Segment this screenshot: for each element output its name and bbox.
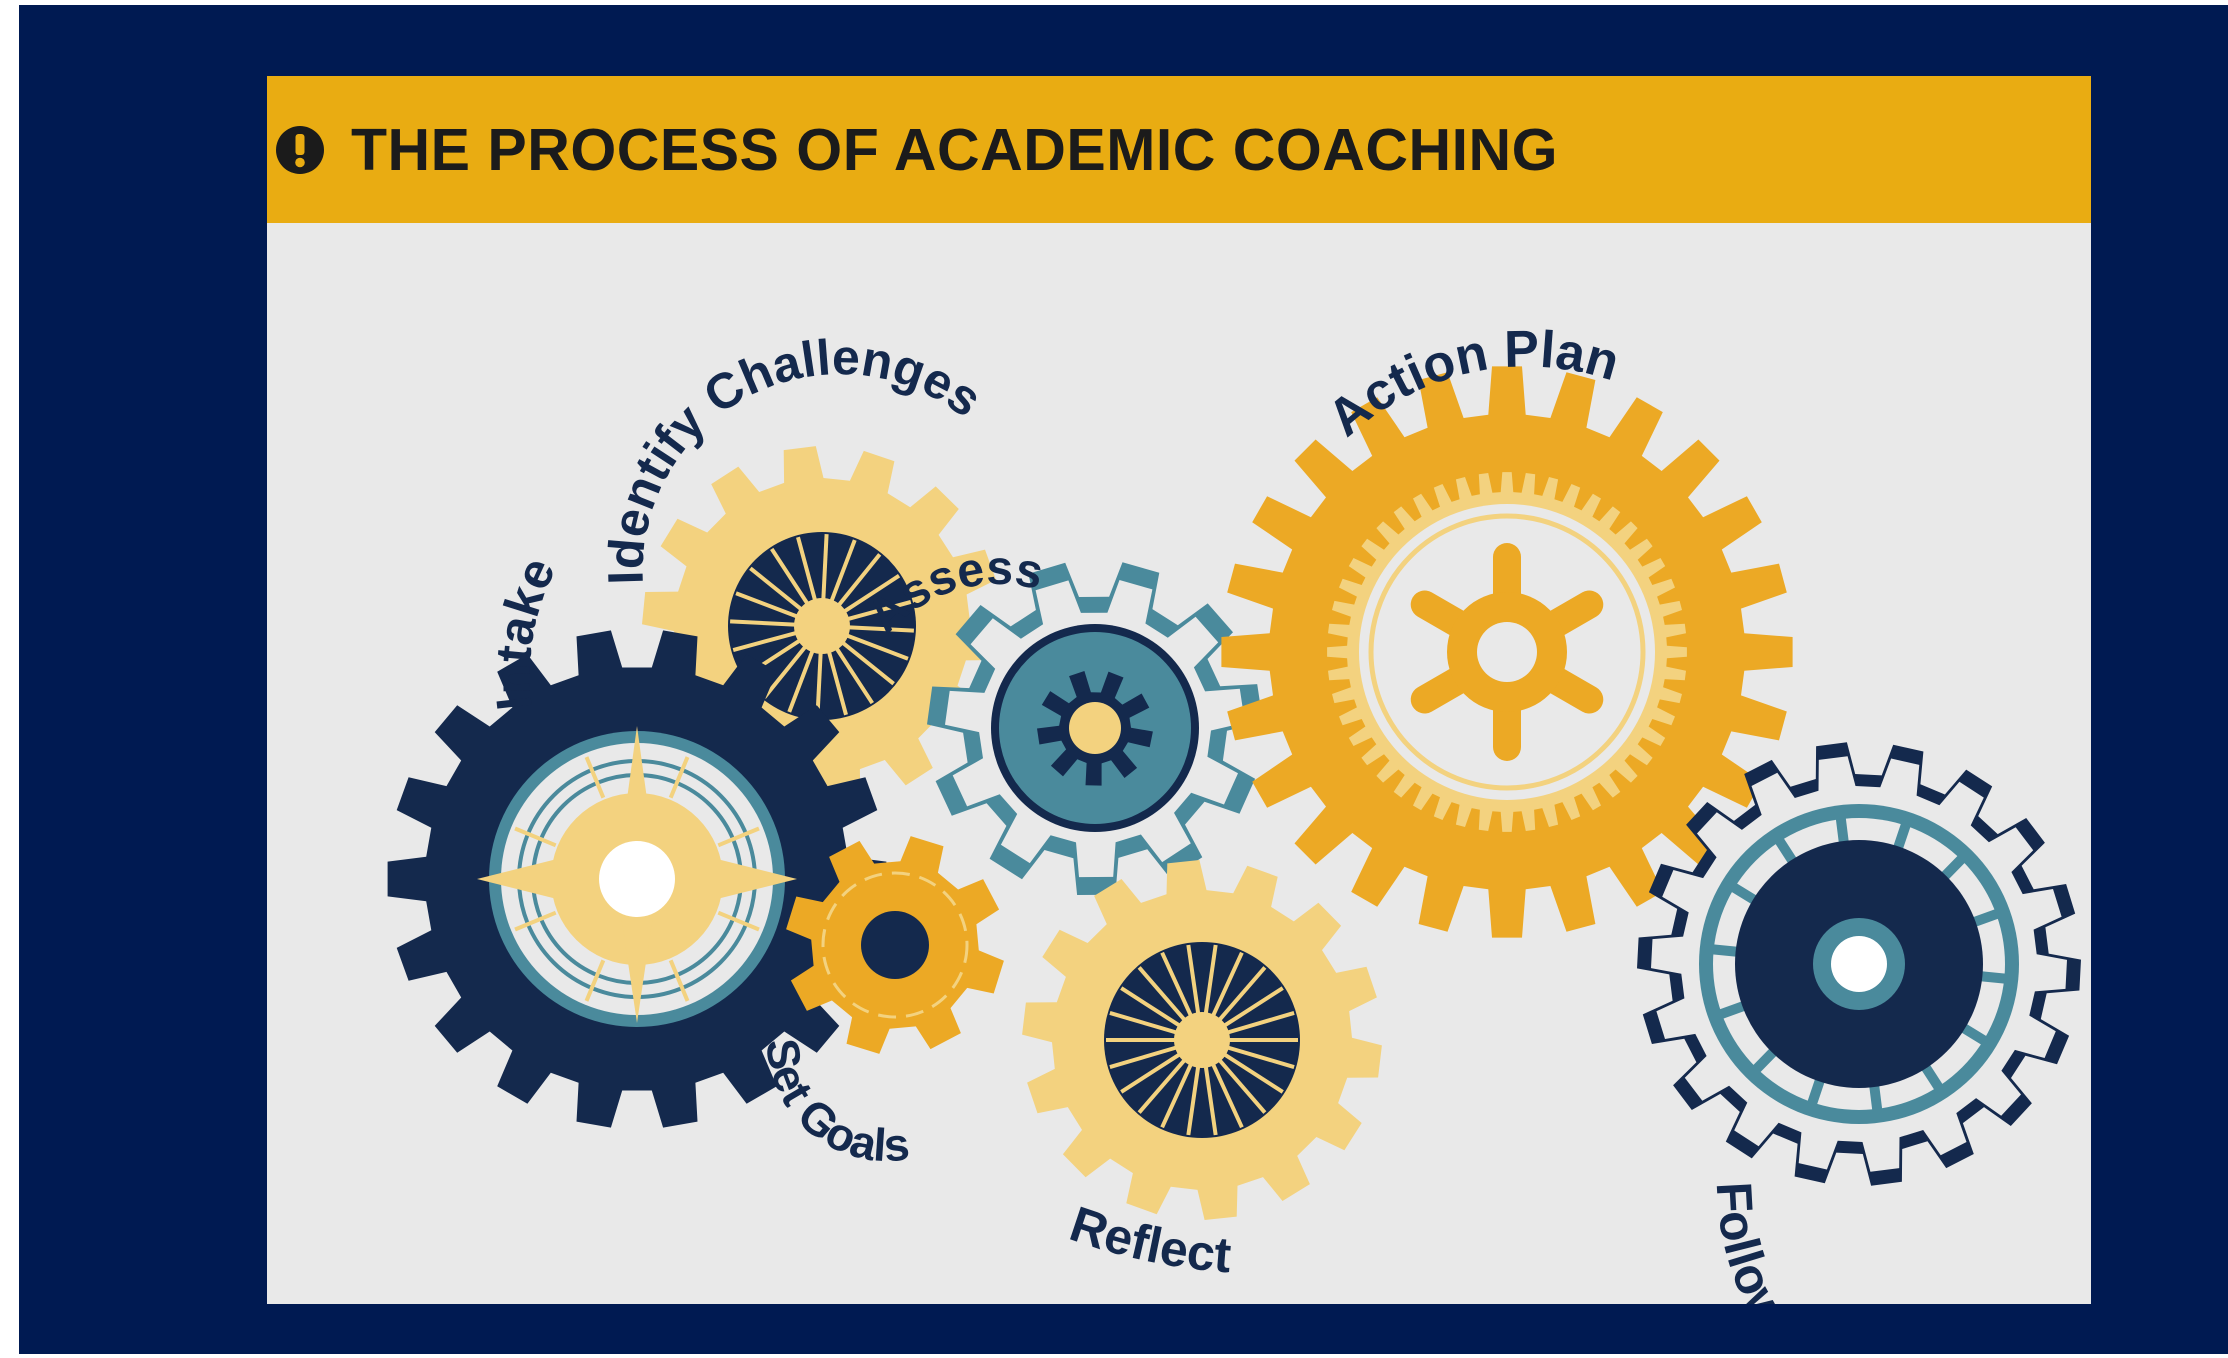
step-label-set-goals: Set Goals	[756, 1036, 912, 1172]
title-banner: THE PROCESS OF ACADEMIC COACHING	[267, 76, 2091, 223]
reflect-gear	[1022, 860, 1382, 1220]
intake-gear	[387, 630, 887, 1128]
gears-diagram: Intake Identify Challenges Assess Action…	[267, 223, 2091, 1304]
step-label-follow-up: Follow-Up	[1706, 1180, 1847, 1304]
set-goals-gear	[786, 836, 1004, 1054]
action-plan-gear	[1221, 366, 1793, 938]
assess-gear	[927, 562, 1263, 895]
gears-layer	[387, 366, 2081, 1220]
infographic-card: THE PROCESS OF ACADEMIC COACHING Intake	[267, 76, 2091, 1304]
follow-up-gear	[1637, 742, 2081, 1186]
exclamation-circle-icon	[275, 125, 325, 175]
banner-title: THE PROCESS OF ACADEMIC COACHING	[351, 116, 1558, 183]
outer-frame: THE PROCESS OF ACADEMIC COACHING Intake	[19, 5, 2228, 1354]
